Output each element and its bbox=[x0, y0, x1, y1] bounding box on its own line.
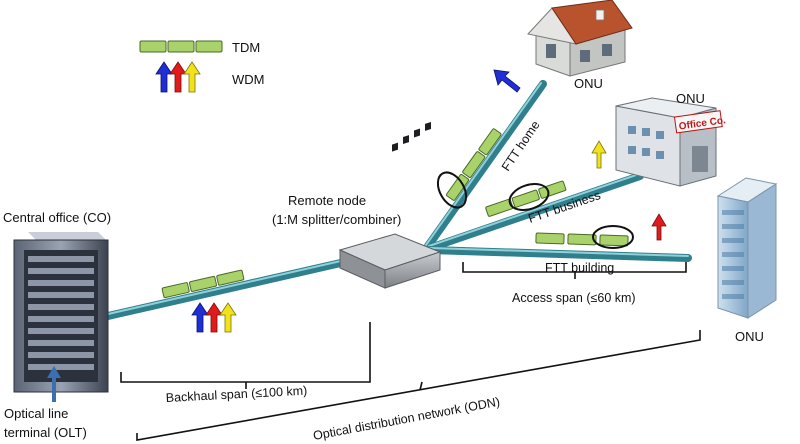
onu-business-label: ONU bbox=[676, 91, 705, 106]
backhaul-span-bracket bbox=[120, 322, 371, 389]
yellow-arrow-icon bbox=[591, 140, 607, 169]
red-arrow-icon bbox=[169, 61, 187, 93]
tower-building-icon bbox=[716, 177, 778, 319]
selected-slot-home bbox=[436, 171, 468, 209]
tdm-backhaul-segments bbox=[161, 269, 245, 299]
tdm-business-segments bbox=[485, 180, 567, 217]
remote-node-label-line1: Remote node bbox=[288, 193, 366, 208]
selected-slot-business bbox=[508, 183, 550, 211]
olt-label-line1: Optical line bbox=[4, 406, 68, 421]
odn-span-bracket bbox=[136, 330, 701, 441]
backhaul-span-label: Backhaul span (≤100 km) bbox=[165, 384, 307, 405]
legend-wdm-arrows bbox=[155, 61, 201, 93]
blue-arrow-icon bbox=[493, 69, 521, 93]
central-office-label: Central office (CO) bbox=[3, 210, 111, 225]
home-wavelength-arrow bbox=[493, 69, 521, 93]
branch-building-label: FTT building bbox=[545, 261, 614, 275]
blue-arrow-icon bbox=[191, 302, 209, 333]
selected-slot-building bbox=[592, 225, 634, 249]
legend: TDM WDM bbox=[139, 40, 265, 93]
access-span-bracket bbox=[462, 262, 687, 279]
remote-node-splitter-icon bbox=[338, 121, 442, 289]
yellow-arrow-icon bbox=[183, 61, 201, 93]
olt-label-line2: terminal (OLT) bbox=[4, 425, 87, 440]
remote-node-label-line2: (1:M splitter/combiner) bbox=[272, 212, 401, 227]
tdm-home-segments bbox=[446, 128, 502, 201]
fiber-network bbox=[104, 80, 692, 320]
odn-span-label: Optical distribution network (ODN) bbox=[312, 395, 501, 443]
blue-arrow-icon bbox=[155, 61, 173, 93]
office-building-icon: Office Co. bbox=[615, 97, 727, 187]
onu-home-label: ONU bbox=[574, 76, 603, 91]
red-arrow-icon bbox=[651, 213, 667, 241]
tdm-building-segments bbox=[535, 232, 629, 247]
access-span-label: Access span (≤60 km) bbox=[512, 291, 636, 305]
central-office-rack-icon bbox=[13, 232, 109, 393]
olt-pointer-arrow bbox=[47, 366, 61, 402]
yellow-arrow-icon bbox=[219, 302, 237, 333]
house-icon bbox=[527, 0, 633, 77]
legend-wdm-label: WDM bbox=[232, 72, 265, 87]
wdm-backhaul-arrows bbox=[191, 302, 237, 333]
red-arrow-icon bbox=[205, 302, 223, 333]
branch-home-label: FTT home bbox=[499, 118, 543, 173]
legend-tdm-label: TDM bbox=[232, 40, 260, 55]
legend-tdm-symbol bbox=[139, 40, 223, 53]
onu-building-label: ONU bbox=[735, 329, 764, 344]
